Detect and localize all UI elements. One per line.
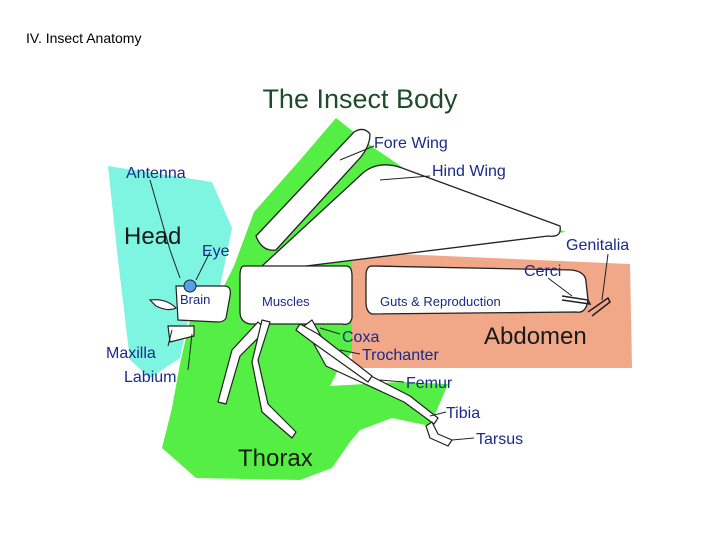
leader-labium bbox=[187, 333, 193, 371]
leader-cerci bbox=[547, 277, 573, 297]
leader-tarsus bbox=[451, 437, 475, 441]
label-antenna: Antenna bbox=[126, 165, 186, 182]
label-genitalia: Genitalia bbox=[566, 237, 629, 254]
label-trochanter: Trochanter bbox=[362, 347, 439, 364]
leader-femur bbox=[379, 379, 405, 383]
label-abdomen: Abdomen bbox=[484, 323, 587, 350]
region-labels: Head Thorax Abdomen bbox=[124, 223, 587, 472]
label-tibia: Tibia bbox=[446, 405, 480, 422]
label-femur: Femur bbox=[406, 375, 453, 392]
label-cerci: Cerci bbox=[524, 263, 561, 280]
leader-hind-wing bbox=[379, 175, 431, 181]
label-fore-wing: Fore Wing bbox=[374, 135, 448, 152]
legs bbox=[217, 319, 453, 447]
leader-antenna bbox=[149, 179, 171, 251]
label-tarsus: Tarsus bbox=[476, 431, 523, 448]
label-guts: Guts & Reproduction bbox=[380, 294, 501, 309]
part-labels: Fore Wing Hind Wing Antenna Eye Brain Mu… bbox=[106, 135, 629, 448]
mandible bbox=[148, 299, 178, 311]
label-eye: Eye bbox=[202, 243, 230, 260]
cerci-shape bbox=[561, 295, 592, 305]
label-thorax: Thorax bbox=[238, 445, 313, 472]
slide-title: IV. Insect Anatomy bbox=[26, 30, 142, 46]
label-maxilla: Maxilla bbox=[106, 345, 156, 362]
genitalia-shape bbox=[587, 296, 611, 317]
leader-coxa bbox=[319, 327, 341, 335]
hind-leg-femur bbox=[295, 323, 373, 383]
eye-spot bbox=[183, 279, 197, 293]
mouthpart-tip bbox=[167, 325, 195, 343]
label-head: Head bbox=[124, 223, 181, 250]
label-labium: Labium bbox=[124, 369, 176, 386]
leader-eye bbox=[195, 251, 211, 281]
leader-tibia bbox=[429, 411, 447, 417]
head-parts bbox=[148, 285, 231, 343]
tarsus-segment bbox=[425, 421, 453, 447]
label-coxa: Coxa bbox=[342, 329, 379, 346]
leader-genitalia bbox=[601, 253, 609, 301]
leader-trochanter bbox=[339, 349, 361, 355]
leader-fore-wing bbox=[339, 145, 375, 161]
hind-wing bbox=[260, 164, 561, 269]
head-region bbox=[108, 166, 232, 378]
diagram-title: The Insect Body bbox=[262, 84, 458, 114]
leader-maxilla bbox=[167, 329, 173, 347]
label-brain: Brain bbox=[180, 292, 210, 307]
leader-antenna-2 bbox=[169, 249, 181, 279]
middle-leg bbox=[251, 319, 297, 439]
leader-lines bbox=[149, 145, 609, 441]
thorax-interior bbox=[239, 265, 353, 326]
head-capsule bbox=[175, 285, 231, 323]
rear-appendages bbox=[561, 295, 611, 317]
label-hind-wing: Hind Wing bbox=[432, 163, 506, 180]
body-segments bbox=[239, 265, 589, 326]
abdomen-interior bbox=[365, 265, 589, 315]
label-muscles: Muscles bbox=[262, 294, 310, 309]
